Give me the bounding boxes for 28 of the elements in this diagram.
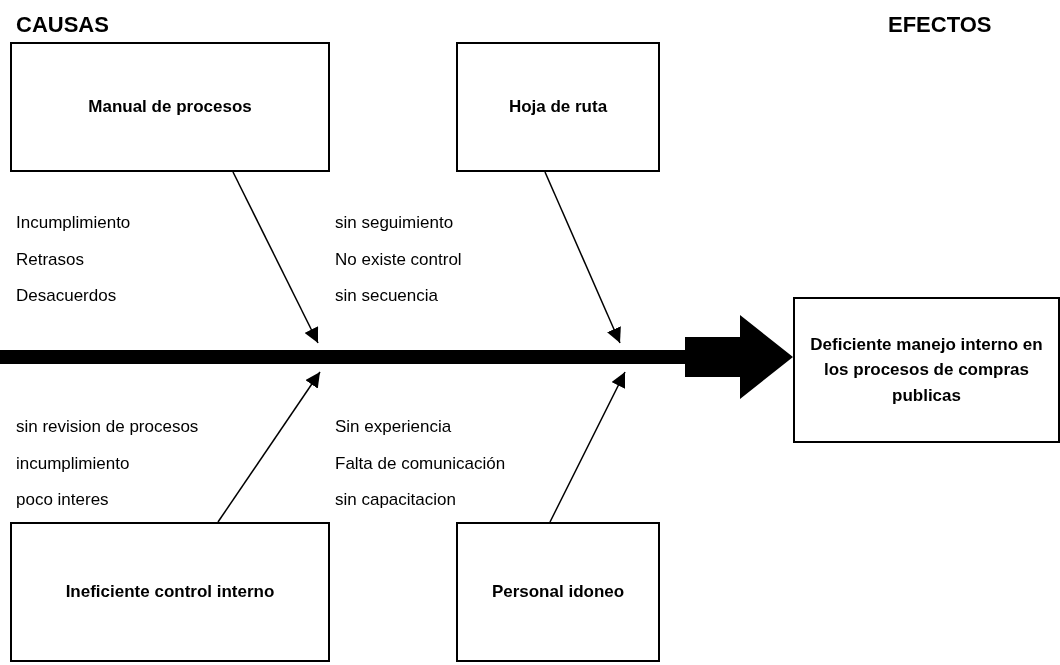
effect-box <box>793 297 1060 443</box>
cause-item: Incumplimiento <box>16 213 131 233</box>
cause-item: No existe control <box>335 250 462 270</box>
cause-item: sin secuencia <box>335 286 438 306</box>
cause-item: incumplimiento <box>16 454 130 474</box>
arrow <box>217 371 321 523</box>
node-text: Manual de procesos <box>87 96 253 119</box>
cause-item: Desacuerdos <box>16 286 117 306</box>
node-text: Hoja de ruta <box>507 96 609 119</box>
cause-item: Sin experiencia <box>335 417 452 437</box>
cause-item: Retrasos <box>16 250 85 270</box>
cause-box <box>456 42 660 172</box>
arrow <box>549 371 626 523</box>
cause-item: sin revision de procesos <box>16 417 199 437</box>
cause-item: poco interes <box>16 490 109 510</box>
cause-item: Falta de comunicación <box>335 454 506 474</box>
node-text: Personal idoneo <box>490 581 626 604</box>
heading: CAUSAS <box>16 12 109 38</box>
cause-box <box>10 42 330 172</box>
heading: EFECTOS <box>888 12 992 38</box>
cause-item: sin seguimiento <box>335 213 454 233</box>
node-text: Deficiente manejo interno en los procesos de compras publicas <box>809 333 1044 407</box>
cause-item: sin capacitacion <box>335 490 456 510</box>
node-text: Ineficiente control interno <box>64 581 276 604</box>
cause-box <box>456 522 660 662</box>
cause-box <box>10 522 330 662</box>
arrow <box>232 171 319 344</box>
arrow <box>544 171 621 344</box>
